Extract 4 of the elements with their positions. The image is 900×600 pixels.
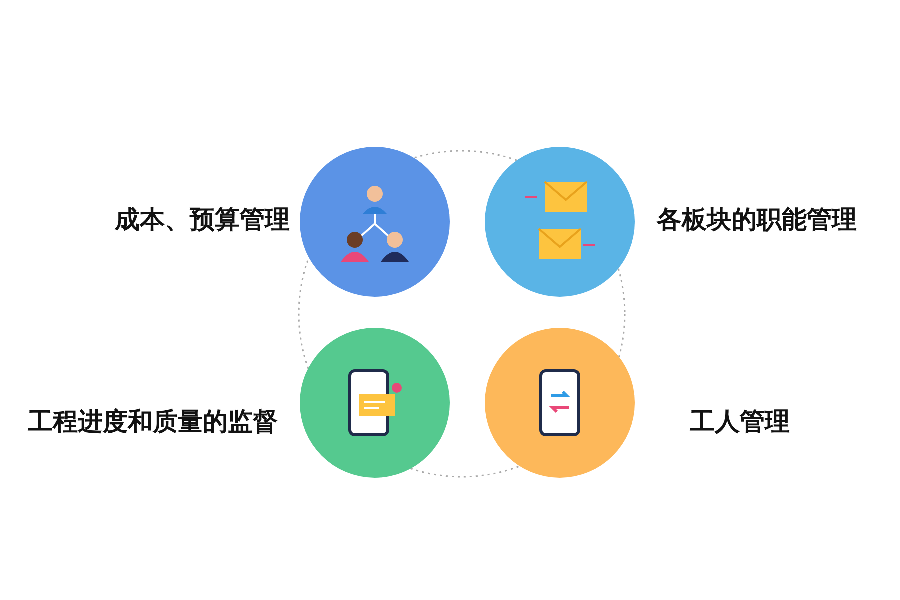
node-caption: 各板块的职能管理	[657, 205, 857, 235]
node-caption: 成本、预算管理	[115, 205, 290, 235]
node-caption: 工人管理	[690, 407, 790, 437]
node-caption: 工程进度和质量的监督	[28, 407, 278, 437]
